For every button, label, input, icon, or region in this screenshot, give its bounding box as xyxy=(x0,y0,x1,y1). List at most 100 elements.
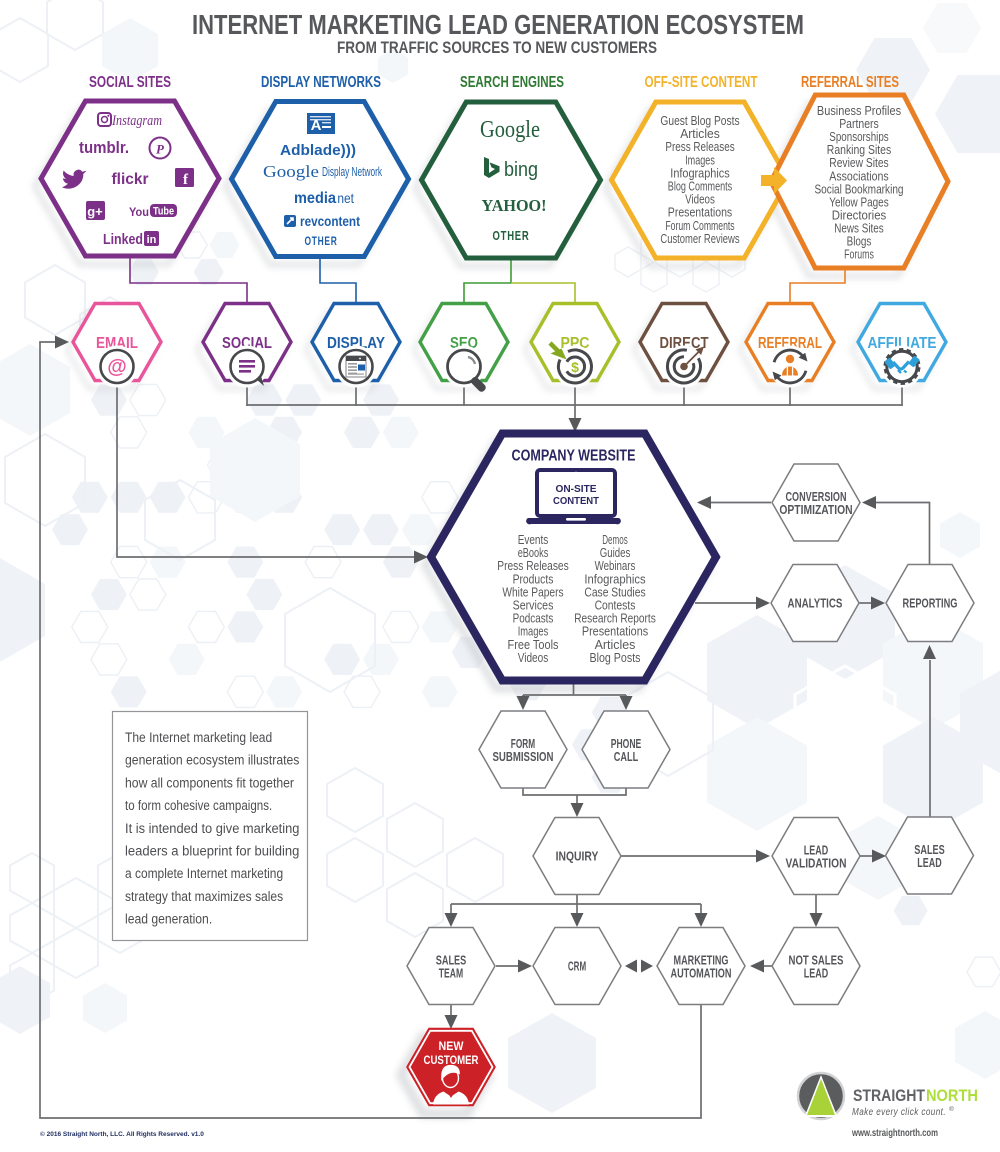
svg-text:REPORTING: REPORTING xyxy=(903,597,958,611)
svg-text:OPTIMIZATION: OPTIMIZATION xyxy=(779,503,852,517)
svg-text:FORM: FORM xyxy=(511,737,535,751)
svg-text:Adblade))): Adblade))) xyxy=(280,142,356,159)
svg-text:Social Bookmarking: Social Bookmarking xyxy=(814,181,903,196)
svg-text:SOCIAL: SOCIAL xyxy=(222,335,272,352)
svg-text:Presentations: Presentations xyxy=(582,624,648,639)
svg-text:leaders a blueprint for buildi: leaders a blueprint for building xyxy=(125,844,299,859)
svg-text:Products: Products xyxy=(513,571,554,586)
svg-text:NEW: NEW xyxy=(439,1041,464,1053)
svg-text:AUTOMATION: AUTOMATION xyxy=(671,967,732,981)
svg-text:Display Network: Display Network xyxy=(322,165,382,179)
svg-text:PHONE: PHONE xyxy=(611,737,642,751)
svg-text:bing: bing xyxy=(504,159,538,181)
svg-text:Forum Comments: Forum Comments xyxy=(665,218,734,233)
svg-text:FROM TRAFFIC SOURCES TO NEW CU: FROM TRAFFIC SOURCES TO NEW CUSTOMERS xyxy=(337,38,657,57)
svg-text:CONVERSION: CONVERSION xyxy=(786,490,847,504)
svg-text:Services: Services xyxy=(513,598,554,613)
svg-text:Forums: Forums xyxy=(844,247,874,262)
svg-text:®: ® xyxy=(949,1105,954,1113)
svg-text:A: A xyxy=(311,117,322,134)
svg-text:Directories: Directories xyxy=(832,207,887,222)
svg-text:CRM: CRM xyxy=(568,960,586,974)
svg-text:Videos: Videos xyxy=(685,192,715,207)
svg-text:OTHER: OTHER xyxy=(493,229,530,243)
svg-text:News Sites: News Sites xyxy=(834,220,884,235)
svg-text:Google: Google xyxy=(480,117,540,143)
svg-text:The Internet marketing lead: The Internet marketing lead xyxy=(125,730,272,745)
svg-text:Demos: Demos xyxy=(602,532,628,547)
svg-text:LEAD: LEAD xyxy=(804,844,828,858)
svg-text:NOT SALES: NOT SALES xyxy=(789,954,844,968)
svg-text:Free Tools: Free Tools xyxy=(508,637,559,652)
svg-text:OFF-SITE CONTENT: OFF-SITE CONTENT xyxy=(645,74,758,91)
svg-text:Customer Reviews: Customer Reviews xyxy=(660,231,739,246)
svg-text:DIRECT: DIRECT xyxy=(660,335,709,352)
svg-text:Partners: Partners xyxy=(839,116,879,131)
svg-text:LEAD: LEAD xyxy=(804,967,828,981)
svg-text:Linked: Linked xyxy=(103,231,143,248)
svg-text:Articles: Articles xyxy=(680,126,720,141)
svg-text:Google: Google xyxy=(263,162,319,181)
svg-text:Press Releases: Press Releases xyxy=(497,558,568,573)
svg-text:CUSTOMER: CUSTOMER xyxy=(424,1055,480,1067)
svg-text:SALES: SALES xyxy=(436,954,467,968)
svg-text:Press Releases: Press Releases xyxy=(665,139,734,154)
svg-text:Blogs: Blogs xyxy=(847,234,872,249)
svg-text:STRAIGHT: STRAIGHT xyxy=(853,1087,925,1105)
svg-text:lead generation.: lead generation. xyxy=(125,912,212,927)
svg-text:TEAM: TEAM xyxy=(439,967,463,981)
svg-text:Yellow Pages: Yellow Pages xyxy=(829,194,888,209)
svg-text:Articles: Articles xyxy=(595,637,636,652)
svg-text:ANALYTICS: ANALYTICS xyxy=(788,597,843,611)
svg-text:Associations: Associations xyxy=(829,168,888,183)
svg-text:generation ecosystem illustrat: generation ecosystem illustrates xyxy=(125,753,300,768)
svg-text:SALES: SALES xyxy=(914,843,945,857)
svg-text:to form cohesive campaigns.: to form cohesive campaigns. xyxy=(125,798,272,813)
svg-text:REFERRAL: REFERRAL xyxy=(758,335,822,352)
svg-text:strategy that maximizes sales: strategy that maximizes sales xyxy=(125,889,283,904)
svg-text:Podcasts: Podcasts xyxy=(513,611,554,626)
svg-text:Sponsorships: Sponsorships xyxy=(829,129,888,144)
svg-text:VALIDATION: VALIDATION xyxy=(786,857,847,871)
svg-text:f: f xyxy=(183,172,189,188)
svg-text:CALL: CALL xyxy=(614,750,639,764)
svg-text:DISPLAY: DISPLAY xyxy=(327,335,386,352)
svg-text:EMAIL: EMAIL xyxy=(96,335,138,352)
svg-text:Images: Images xyxy=(685,152,715,167)
svg-text:SEARCH ENGINES: SEARCH ENGINES xyxy=(460,74,564,91)
svg-text:Case Studies: Case Studies xyxy=(584,584,645,599)
svg-text:NORTH: NORTH xyxy=(926,1087,978,1105)
svg-text:Instagram: Instagram xyxy=(111,113,162,129)
svg-text:It is intended to give marketi: It is intended to give marketing xyxy=(125,821,299,836)
svg-text:Images: Images xyxy=(518,624,549,639)
svg-text:Blog Posts: Blog Posts xyxy=(590,650,641,665)
svg-text:SUBMISSION: SUBMISSION xyxy=(493,750,554,764)
svg-text:You: You xyxy=(129,205,149,219)
svg-text:© 2016 Straight North, LLC. Al: © 2016 Straight North, LLC. All Rights R… xyxy=(40,1130,204,1138)
svg-text:Presentations: Presentations xyxy=(668,205,732,220)
svg-text:ON-SITE: ON-SITE xyxy=(556,483,597,495)
svg-text:Infographics: Infographics xyxy=(584,571,645,586)
svg-text:how all components fit togethe: how all components fit together xyxy=(125,775,294,790)
svg-text:a complete Internet marketing: a complete Internet marketing xyxy=(125,866,283,881)
svg-text:Infographics: Infographics xyxy=(670,165,729,180)
svg-text:Ranking Sites: Ranking Sites xyxy=(827,142,891,157)
svg-text:tumblr.: tumblr. xyxy=(79,138,129,157)
svg-text:media: media xyxy=(294,190,336,207)
svg-text:OTHER: OTHER xyxy=(305,234,338,248)
svg-text:flickr: flickr xyxy=(112,171,149,188)
svg-text:Review Sites: Review Sites xyxy=(829,155,888,170)
svg-text:SOCIAL SITES: SOCIAL SITES xyxy=(89,74,171,91)
svg-text:Guest Blog Posts: Guest Blog Posts xyxy=(660,113,739,128)
svg-text:YAHOO!: YAHOO! xyxy=(482,196,547,215)
svg-text:Guides: Guides xyxy=(600,545,631,560)
svg-text:Tube: Tube xyxy=(153,206,174,218)
svg-text:www.straightnorth.com: www.straightnorth.com xyxy=(851,1127,938,1139)
svg-text:.net: .net xyxy=(334,190,354,206)
svg-text:Events: Events xyxy=(518,532,549,547)
svg-text:White Papers: White Papers xyxy=(502,584,563,599)
svg-text:INTERNET MARKETING LEAD GENERA: INTERNET MARKETING LEAD GENERATION ECOSY… xyxy=(192,9,804,40)
svg-text:CONTENT: CONTENT xyxy=(553,495,600,507)
svg-text:DISPLAY NETWORKS: DISPLAY NETWORKS xyxy=(261,74,381,91)
svg-text:g+: g+ xyxy=(87,204,103,219)
